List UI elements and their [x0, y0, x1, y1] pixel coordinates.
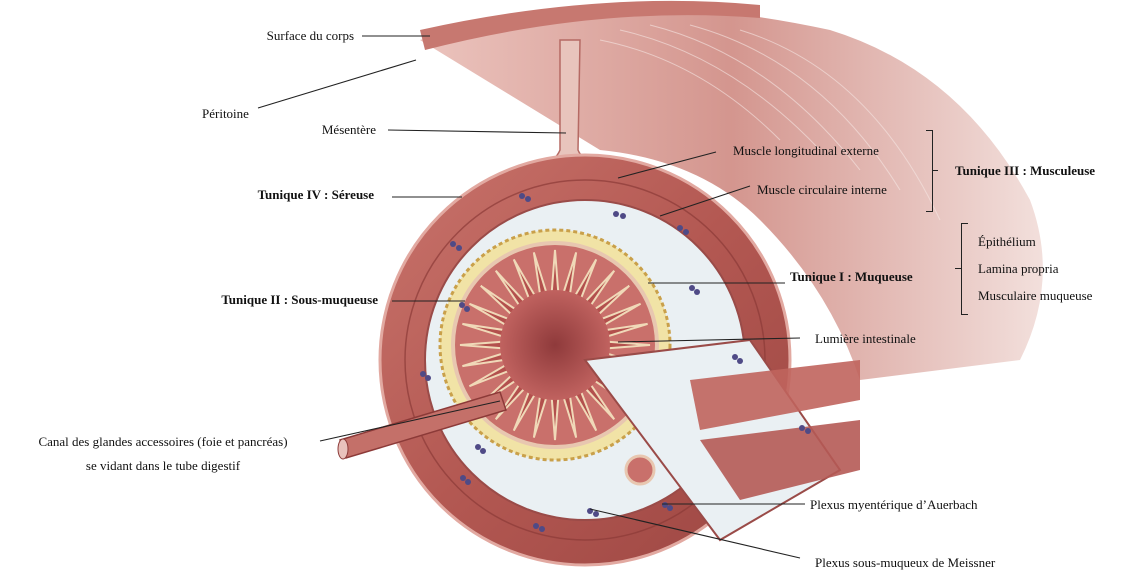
label-tunique-musculeuse: Tunique III : Musculeuse: [955, 163, 1095, 179]
label-peritoine: Péritoine: [202, 106, 249, 122]
label-surface: Surface du corps: [267, 28, 354, 44]
label-epithelium: Épithélium: [978, 234, 1036, 250]
label-canal-line1: Canal des glandes accessoires (foie et p…: [8, 434, 318, 450]
label-tunique-muqueuse: Tunique I : Muqueuse: [790, 269, 913, 285]
label-lamina-propria: Lamina propria: [978, 261, 1059, 277]
intestinal-lumen: [500, 290, 610, 400]
label-auerbach: Plexus myentérique d’Auerbach: [810, 497, 978, 513]
label-meissner: Plexus sous-muqueux de Meissner: [815, 555, 995, 571]
label-musculaire-muqueuse: Musculaire muqueuse: [978, 288, 1092, 304]
label-muscle-circulaire: Muscle circulaire interne: [757, 182, 887, 198]
label-muscle-longitudinal: Muscle longitudinal externe: [733, 143, 879, 159]
gland-acinus: [626, 456, 654, 484]
bracket-muqueuse-tick: [955, 268, 961, 269]
label-canal-line2: se vidant dans le tube digestif: [8, 458, 318, 474]
label-lumiere: Lumière intestinale: [815, 331, 916, 347]
label-tunique-sereuse: Tunique IV : Séreuse: [258, 187, 374, 203]
bracket-musculeuse-tick: [932, 170, 938, 171]
duct-opening: [338, 439, 348, 459]
label-mesentere: Mésentère: [322, 122, 376, 138]
label-tunique-sous-muqueuse: Tunique II : Sous-muqueuse: [221, 292, 378, 308]
bracket-muqueuse: [961, 223, 968, 315]
